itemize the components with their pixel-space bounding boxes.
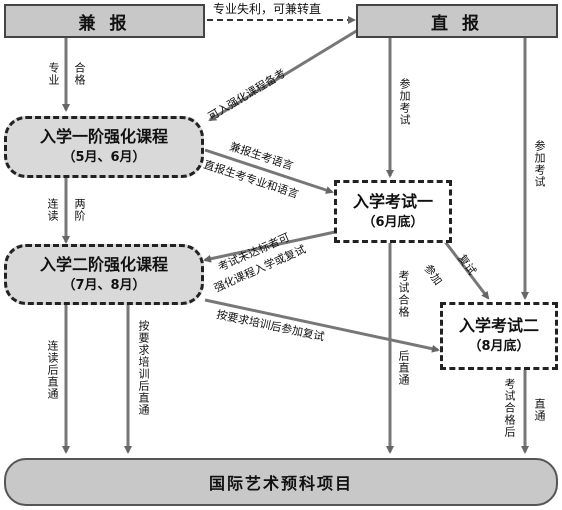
jianbao-box: 兼 报: [4, 4, 205, 38]
course2-title: 入学二阶强化课程: [39, 254, 168, 274]
exam1-date: （6月底）: [362, 214, 424, 230]
zhibao-box: 直 报: [356, 4, 558, 38]
jianbao-label: 兼 报: [78, 13, 131, 34]
label-join-exam-2: 参加考试: [533, 140, 546, 188]
project-box: 国际艺术预科项目: [4, 458, 558, 506]
label-pass-direct-2: 后直通: [397, 350, 410, 386]
zhibao-label: 直 报: [431, 13, 483, 34]
course2-date: （7月、8月）: [62, 277, 146, 293]
arrow-exam1-to-exam2: [438, 234, 490, 300]
course1-title: 入学一阶强化课程: [39, 127, 168, 146]
exam1-title: 入学考试一: [352, 191, 433, 211]
course1-box: 入学一阶强化课程 （5月、6月）: [4, 116, 204, 178]
label-pass-after: 考试合格后: [503, 378, 516, 438]
exam2-title: 入学考试二: [458, 316, 539, 335]
label-join-exam-1: 参加考试: [398, 78, 411, 126]
exam2-date: （8月底）: [468, 339, 530, 354]
label-pass-direct-1: 考试合格: [397, 270, 410, 318]
arrow-course2-to-exam2: [204, 298, 440, 353]
label-continue: 连读: [46, 198, 59, 222]
arrow-exam1-to-course2: [203, 230, 336, 263]
label-two-stage: 两阶: [73, 198, 86, 222]
label-top-dashed: 专业失利，可兼转直: [213, 2, 322, 16]
label-major: 专业: [47, 62, 60, 86]
exam2-box: 入学考试二 （8月底）: [440, 302, 558, 370]
exam1-box: 入学考试一 （6月底）: [334, 180, 452, 243]
arrow-course1-to-exam1: [204, 148, 334, 194]
arrow-zhibao-to-course1: [208, 28, 359, 122]
course2-box: 入学二阶强化课程 （7月、8月）: [4, 244, 204, 305]
label-continue-direct: 连读后直通: [46, 340, 59, 400]
project-label: 国际艺术预科项目: [208, 474, 353, 493]
label-qualified: 合格: [73, 62, 86, 86]
label-direct: 直通: [533, 398, 546, 422]
course1-date: （5月、6月）: [62, 150, 146, 165]
label-train-direct: 按要求培训后直通: [137, 320, 150, 416]
